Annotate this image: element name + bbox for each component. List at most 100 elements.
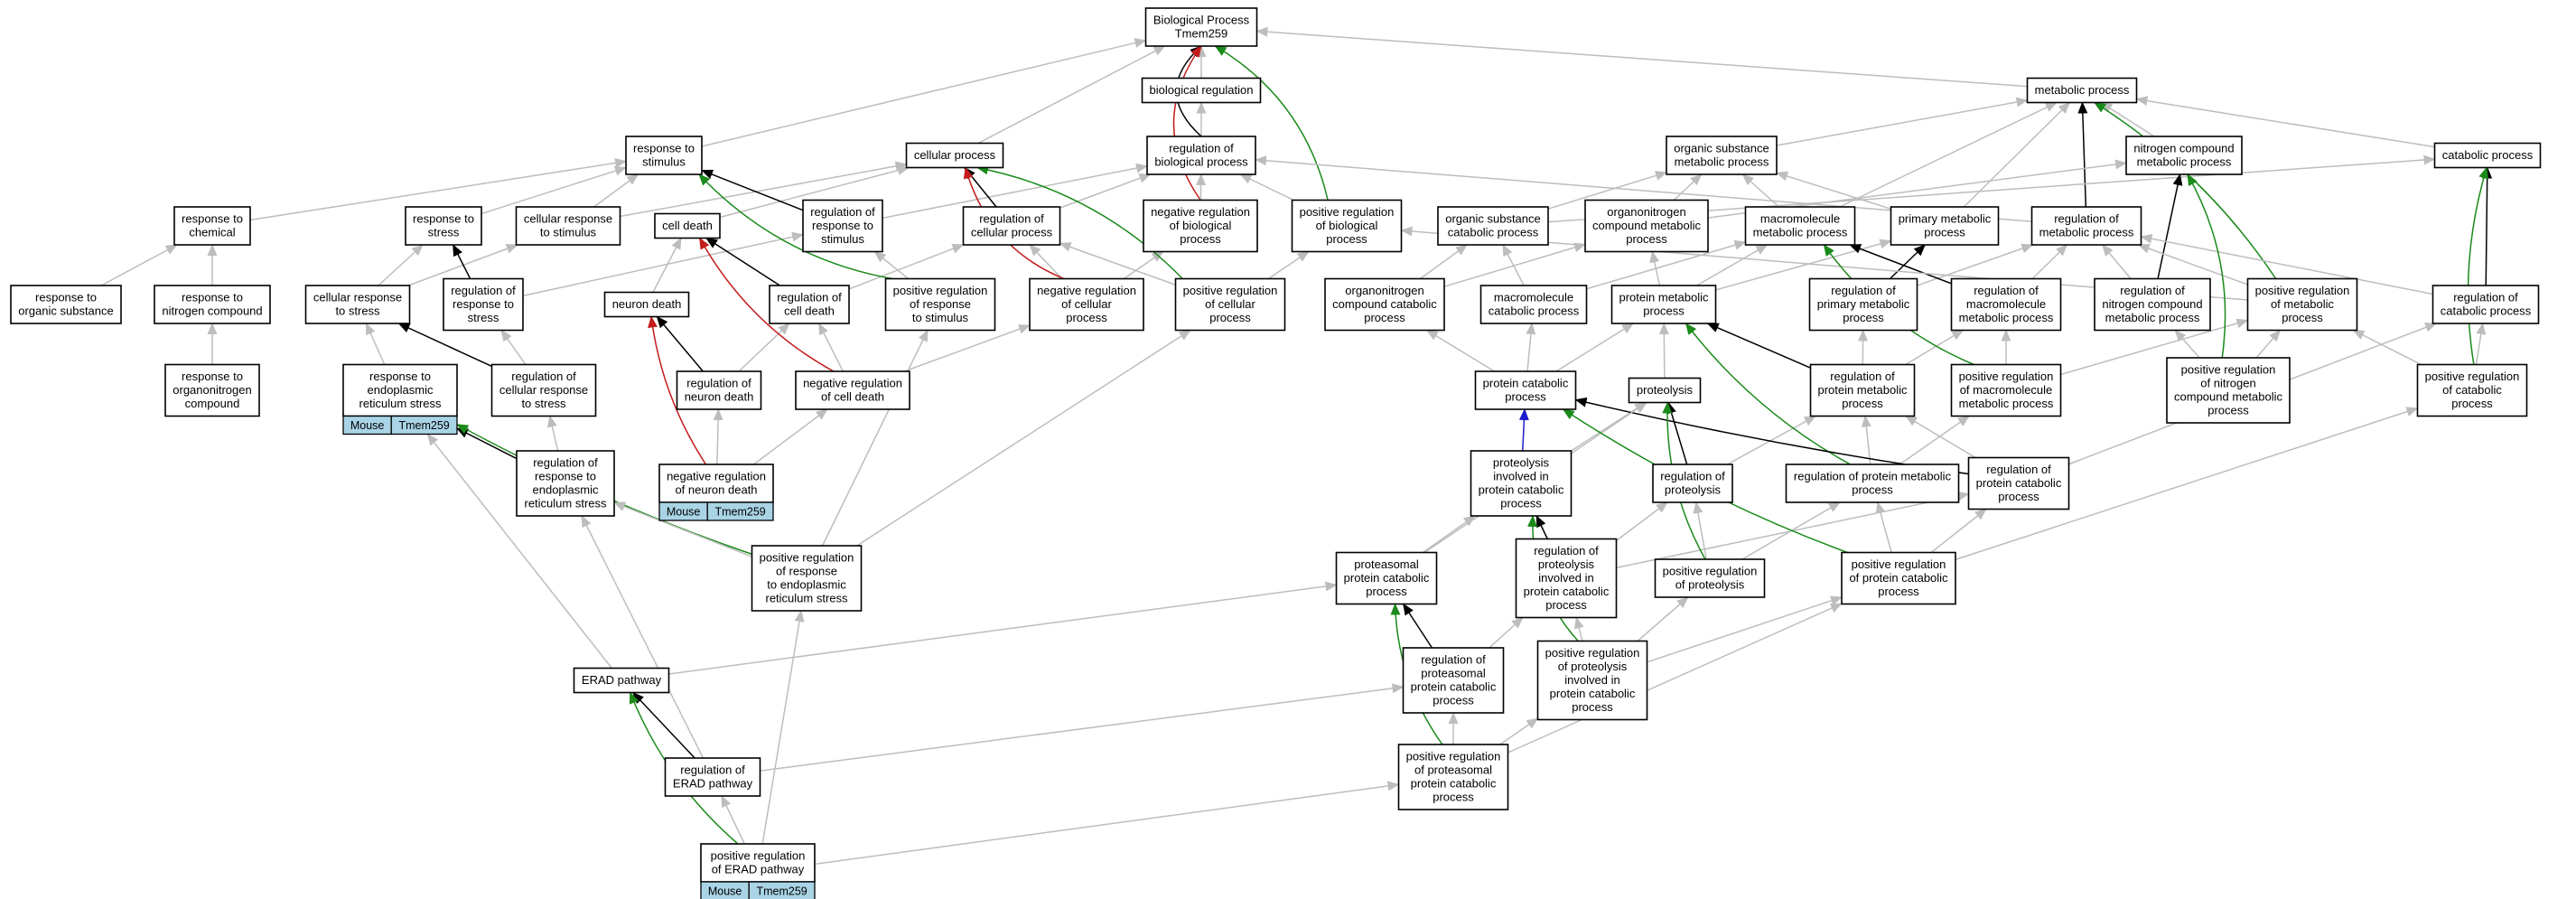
edge-pmp-to-mp xyxy=(1963,101,2071,208)
node-label-line: protein catabolic xyxy=(1411,680,1497,694)
go-term-node-erad[interactable]: ERAD pathway xyxy=(573,667,670,694)
node-label-line: stimulus xyxy=(642,155,686,169)
node-box xyxy=(664,757,761,797)
node-label-line: to endoplasmic xyxy=(767,578,846,592)
node-label-line: regulation of xyxy=(2120,284,2185,297)
node-label-line: cellular process xyxy=(971,226,1053,239)
go-term-node-prot[interactable]: proteolysis xyxy=(1628,377,1702,404)
node-box xyxy=(1437,206,1549,246)
node-label-line: response to xyxy=(535,470,596,483)
go-term-node-cp[interactable]: cellular process xyxy=(905,142,1004,169)
node-label-line: catabolic process xyxy=(2441,304,2532,318)
edge-pipcp-to-pcp xyxy=(1518,408,1529,452)
go-term-node-br[interactable]: biological regulation xyxy=(1141,77,1262,104)
edge-osmp-to-mp xyxy=(1776,97,2029,146)
node-label-line: involved in xyxy=(1564,673,1619,687)
node-label-line: regulation of xyxy=(1986,463,2051,476)
node-label-line: compound catabolic xyxy=(1332,297,1437,311)
edge-prpipcp-to-prprot xyxy=(1637,596,1689,642)
node-label-line: protein catabolic xyxy=(1344,571,1430,585)
edge-crtstress-to-rtstress xyxy=(378,244,424,286)
node-box xyxy=(795,370,910,410)
edge-prerad-to-prrters xyxy=(761,610,805,845)
go-term-node-catp[interactable]: catabolic process xyxy=(2433,142,2542,169)
node-box xyxy=(1515,538,1618,619)
organism-badge-cell xyxy=(706,501,774,521)
node-label-line: of biological xyxy=(1170,219,1232,232)
node-box xyxy=(405,206,482,246)
edge-rtc-to-rts xyxy=(249,157,627,221)
edge-prcp-to-cp xyxy=(975,164,1183,280)
node-label-line: of cellular xyxy=(1061,297,1112,311)
node-box xyxy=(625,136,703,175)
node-label-line: cellular process xyxy=(914,148,996,162)
go-term-node-mp[interactable]: metabolic process xyxy=(2026,77,2138,104)
edge-nrcp-to-rcp xyxy=(1029,244,1063,280)
node-label-line: response to xyxy=(453,297,514,311)
go-term-node-nd[interactable]: neuron death xyxy=(603,291,690,318)
node-box xyxy=(1143,199,1258,253)
node-label-line: protein catabolic xyxy=(1550,687,1636,700)
go-term-node-cd[interactable]: cell death xyxy=(654,212,721,239)
